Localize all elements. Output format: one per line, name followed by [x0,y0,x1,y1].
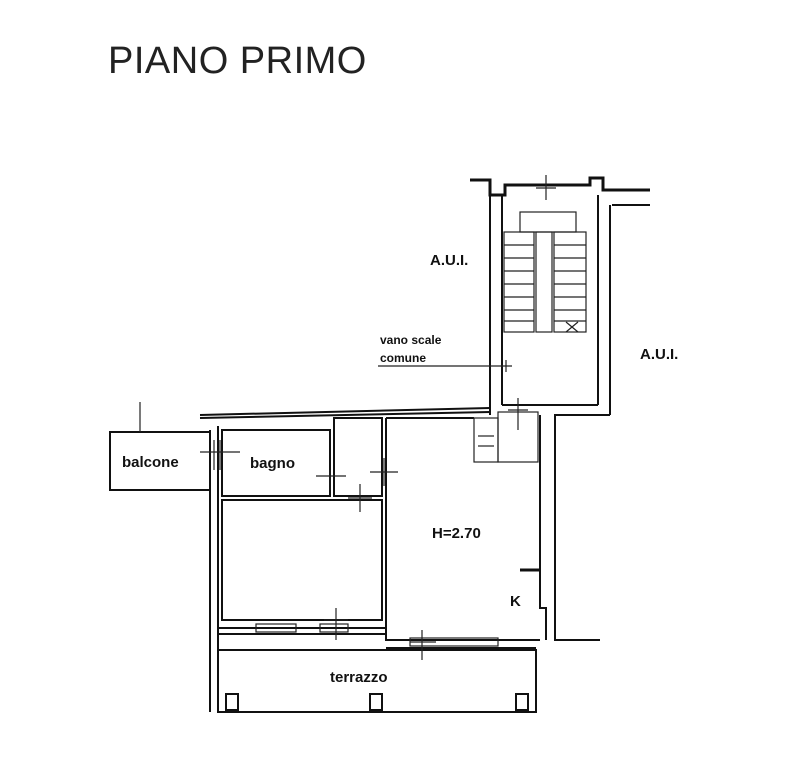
aui-right-label: A.U.I. [640,346,678,363]
apartment-walls [199,398,610,712]
page-title: PIANO PRIMO [108,40,367,82]
balcony [109,402,240,491]
bathroom-label: bagno [250,455,295,472]
stairwell-label-line2: comune [380,351,426,365]
terrace-label: terrazzo [330,669,388,686]
terrace [217,458,537,713]
balcony-label: balcone [122,454,179,471]
kitchen-label: K [510,593,521,610]
aui-left-label: A.U.I. [430,252,468,269]
ceiling-height-label: H=2.70 [432,525,481,542]
stairwell-label-line1: vano scale [380,333,442,347]
stairwell [378,175,650,415]
